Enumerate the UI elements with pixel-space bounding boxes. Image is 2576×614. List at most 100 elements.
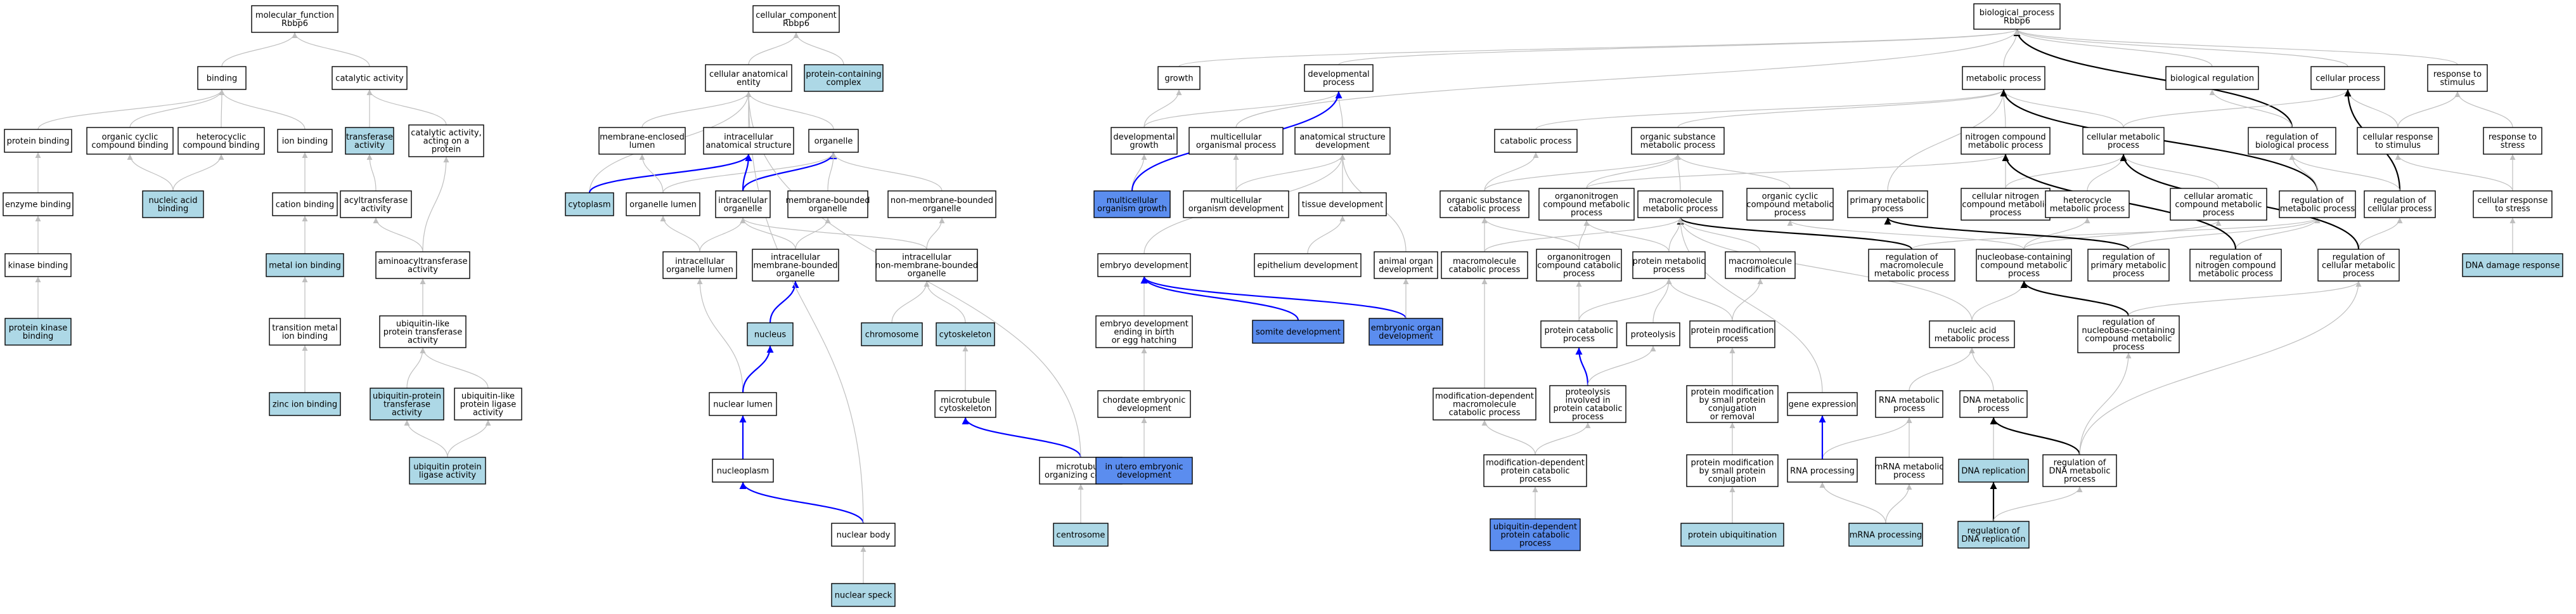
term-node-embryo-dev[interactable]: embryo development <box>1097 253 1191 277</box>
term-node-metabolic-process[interactable]: metabolic process <box>1962 66 2045 90</box>
term-node-protein-binding[interactable]: protein binding <box>4 129 72 153</box>
term-node-mrna-processing[interactable]: mRNA processing <box>1848 523 1923 547</box>
term-node-tissue-dev[interactable]: tissue development <box>1298 192 1387 216</box>
term-node-mod-dep-macro-cat[interactable]: modification-dependentmacromoleculecatab… <box>1433 388 1536 421</box>
term-node-metal-ion-binding[interactable]: metal ion binding <box>266 253 344 277</box>
term-node-ion-binding[interactable]: ion binding <box>277 129 333 153</box>
term-node-nuclear-lumen[interactable]: nuclear lumen <box>709 392 777 416</box>
term-node-nucleus[interactable]: nucleus <box>747 322 794 346</box>
term-node-catabolic[interactable]: catabolic process <box>1494 129 1578 153</box>
term-node-enzyme-binding[interactable]: enzyme binding <box>3 192 74 216</box>
term-node-kinase-binding[interactable]: kinase binding <box>4 253 72 277</box>
term-node-ic-nmb-organelle[interactable]: intracellularnon-membrane-boundedorganel… <box>875 249 978 282</box>
term-node-cellular-process[interactable]: cellular process <box>2310 66 2385 90</box>
term-node-somite-dev[interactable]: somite development <box>1252 320 1344 344</box>
term-node-cytoplasm[interactable]: cytoplasm <box>565 192 614 216</box>
term-node-dna-damage[interactable]: DNA damage response <box>2462 253 2563 277</box>
term-node-chromosome[interactable]: chromosome <box>861 322 923 346</box>
term-node-catalytic[interactable]: catalytic activity <box>332 66 408 90</box>
term-node-reg-nucleobase-met[interactable]: regulation ofnucleobase-containingcompou… <box>2077 315 2180 353</box>
term-node-cation-binding[interactable]: cation binding <box>272 192 338 216</box>
term-node-cytoskeleton[interactable]: cytoskeleton <box>936 322 995 346</box>
term-node-zinc-ion-binding[interactable]: zinc ion binding <box>269 392 341 416</box>
term-node-dna-replication[interactable]: DNA replication <box>1958 459 2029 483</box>
term-node-gene-expression[interactable]: gene expression <box>1787 392 1858 416</box>
term-node-organelle-lumen[interactable]: organelle lumen <box>626 192 700 216</box>
term-node-nucleoplasm[interactable]: nucleoplasm <box>712 459 774 483</box>
term-node-organelle[interactable]: organelle <box>808 129 859 153</box>
term-node-nuclear-speck[interactable]: nuclear speck <box>831 583 896 607</box>
term-node-proteolysis[interactable]: proteolysis <box>1626 322 1680 346</box>
term-node-bio-regulation[interactable]: biological regulation <box>2165 66 2259 90</box>
